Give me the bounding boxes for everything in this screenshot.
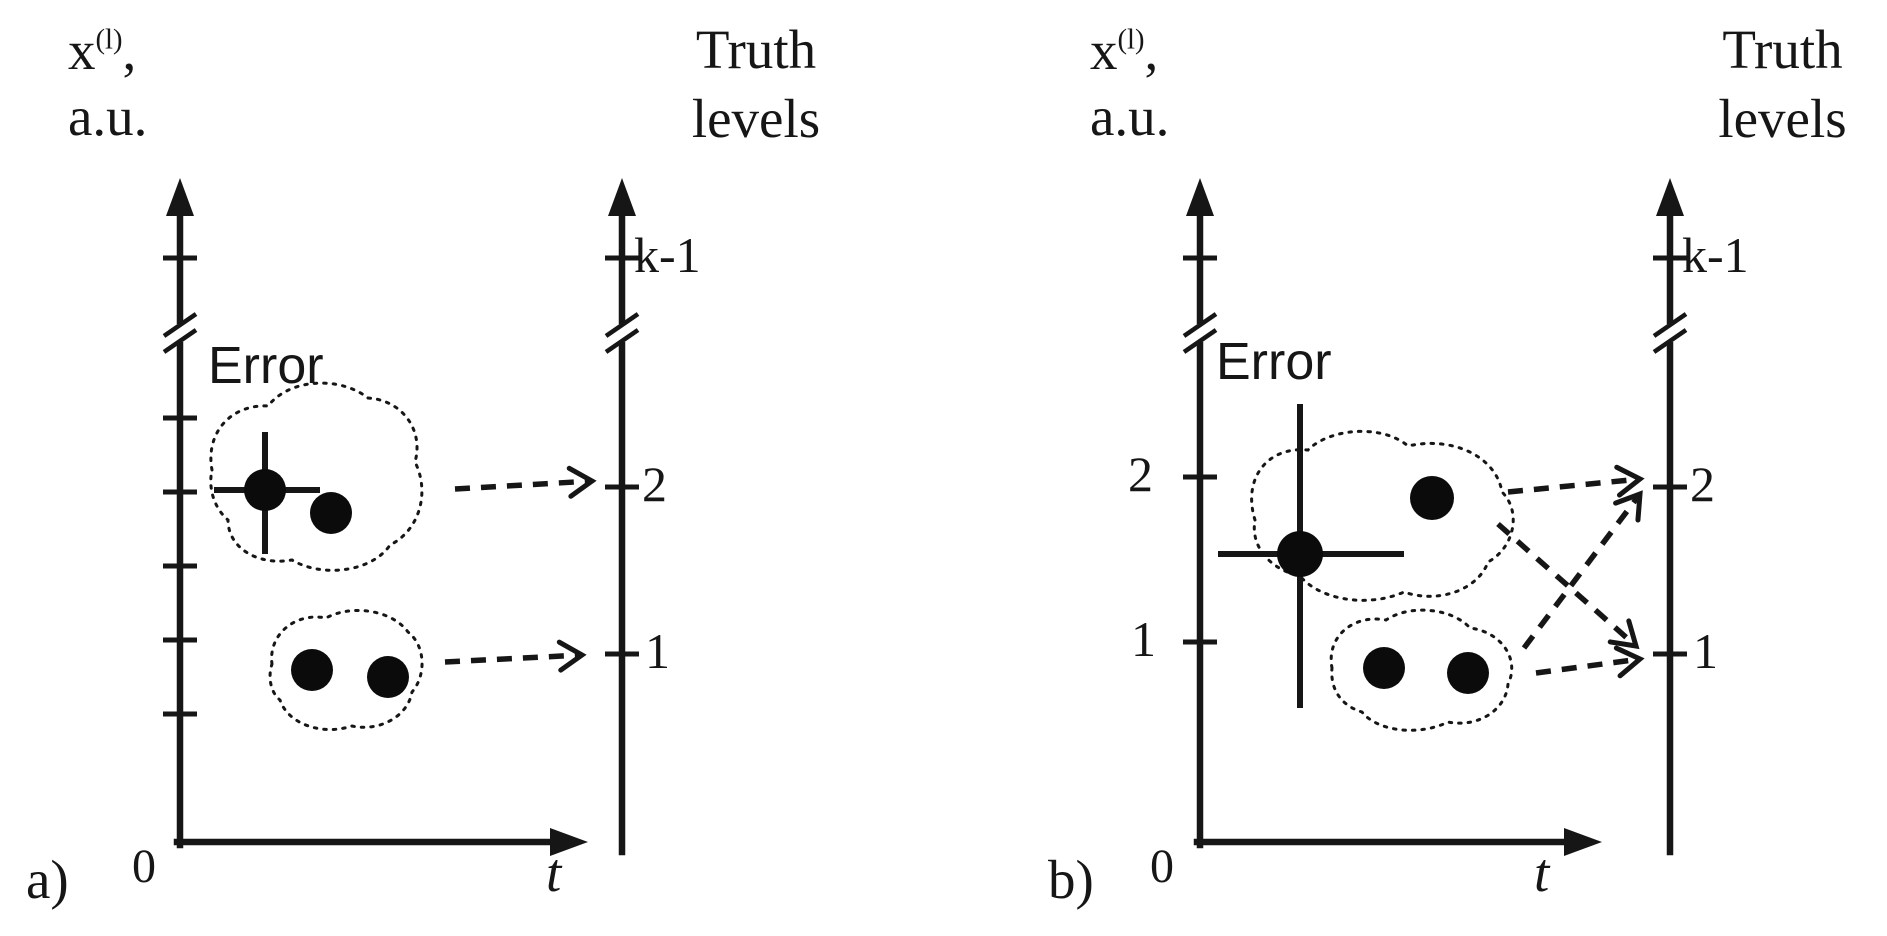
panel-a-value-axis xyxy=(162,178,198,849)
data-point xyxy=(1363,647,1405,689)
panel-b-origin-label: 0 xyxy=(1150,840,1174,893)
panel-b-value-level-1: 1 xyxy=(1131,611,1156,667)
panel-a-assignment-arrow-to-level-1 xyxy=(444,639,587,673)
panel-b-caption: b) xyxy=(1048,849,1094,910)
panel-b-cluster-2-outline xyxy=(1329,608,1514,732)
value-axis-unit: a.u. xyxy=(68,86,148,147)
axis-arrowhead xyxy=(1186,178,1214,216)
axis-break-icon xyxy=(1182,312,1218,338)
panel-a-truth-level-1: 1 xyxy=(645,623,670,679)
panel-a-truth-axis xyxy=(604,178,640,856)
value-axis-unit: a.u. xyxy=(1090,86,1170,147)
panel-a-truth-axis-title: Truth levels xyxy=(650,16,862,154)
panel-b-truth-level-k-1: k-1 xyxy=(1682,227,1749,283)
axis-break-icon xyxy=(1652,312,1688,338)
axis-break-icon xyxy=(162,328,198,354)
axis-break-icon xyxy=(162,312,198,338)
panel-b-truth-axis xyxy=(1652,178,1688,856)
data-point xyxy=(291,649,333,691)
data-point xyxy=(1447,652,1489,694)
panel-b-time-axis xyxy=(1193,828,1602,856)
panel-a-cluster-2-outline xyxy=(268,609,424,731)
axis-arrowhead xyxy=(166,178,194,216)
panel-a-time-axis-label: t xyxy=(546,842,562,903)
panel-b-assignment-arrow-bottom-to-level-1 xyxy=(1535,645,1645,679)
value-axis-symbol: x xyxy=(1090,20,1118,81)
panel-b xyxy=(1182,178,1688,856)
panel-a-assignment-arrow-to-level-2 xyxy=(454,465,597,499)
panel-a-truth-level-2: 2 xyxy=(642,456,667,512)
axis-arrowhead xyxy=(1656,178,1684,216)
panel-b-value-axis xyxy=(1182,178,1218,849)
value-axis-comma: , xyxy=(122,20,137,81)
panel-b-truth-axis-title: Truth levels xyxy=(1680,16,1885,154)
axis-break-icon xyxy=(604,312,640,338)
truth-title-line1: Truth xyxy=(1722,19,1843,80)
axis-arrowhead xyxy=(608,178,636,216)
data-point xyxy=(1277,531,1323,577)
value-axis-superscript: (l) xyxy=(1117,24,1145,56)
truth-title-line2: levels xyxy=(1718,87,1847,149)
data-point xyxy=(1410,476,1454,520)
panel-a-caption: a) xyxy=(26,849,69,910)
data-point xyxy=(367,656,409,698)
panel-a xyxy=(162,178,640,856)
truth-title-line2: levels xyxy=(691,87,821,149)
axis-arrowhead xyxy=(1564,828,1602,856)
panel-a-cluster-1-outline xyxy=(209,381,424,572)
panel-b-assignment-arrow-top-to-level-1 xyxy=(1496,521,1640,650)
panel-a-value-axis-title: x(l), a.u. xyxy=(68,18,147,150)
axis-break-icon xyxy=(1652,328,1688,354)
axis-arrowhead xyxy=(550,828,588,856)
value-axis-comma: , xyxy=(1144,20,1159,81)
truth-title-line1: Truth xyxy=(695,19,817,80)
data-point xyxy=(244,469,286,511)
panel-b-value-level-2: 2 xyxy=(1128,446,1153,502)
value-axis-superscript: (l) xyxy=(95,24,123,56)
axis-break-icon xyxy=(604,328,640,354)
panel-b-truth-level-2: 2 xyxy=(1690,456,1715,512)
panel-b-value-axis-title: x(l), a.u. xyxy=(1090,18,1169,150)
panel-a-truth-level-k-1: k-1 xyxy=(634,227,701,283)
panel-b-time-axis-label: t xyxy=(1534,842,1550,903)
panel-b-assignment-arrow-bottom-to-level-2 xyxy=(1521,490,1643,650)
panel-a-time-axis xyxy=(173,828,588,856)
panel-b-assignment-arrow-top-to-level-2 xyxy=(1507,464,1645,498)
panel-a-error-label: Error xyxy=(208,337,324,395)
panel-b-cluster-1-outline xyxy=(1250,429,1515,602)
panel-a-origin-label: 0 xyxy=(132,840,156,893)
value-axis-symbol: x xyxy=(68,20,96,81)
panel-b-truth-level-1: 1 xyxy=(1693,623,1718,679)
panel-b-error-label: Error xyxy=(1216,333,1332,391)
axis-break-icon xyxy=(1182,328,1218,354)
data-point xyxy=(310,492,352,534)
